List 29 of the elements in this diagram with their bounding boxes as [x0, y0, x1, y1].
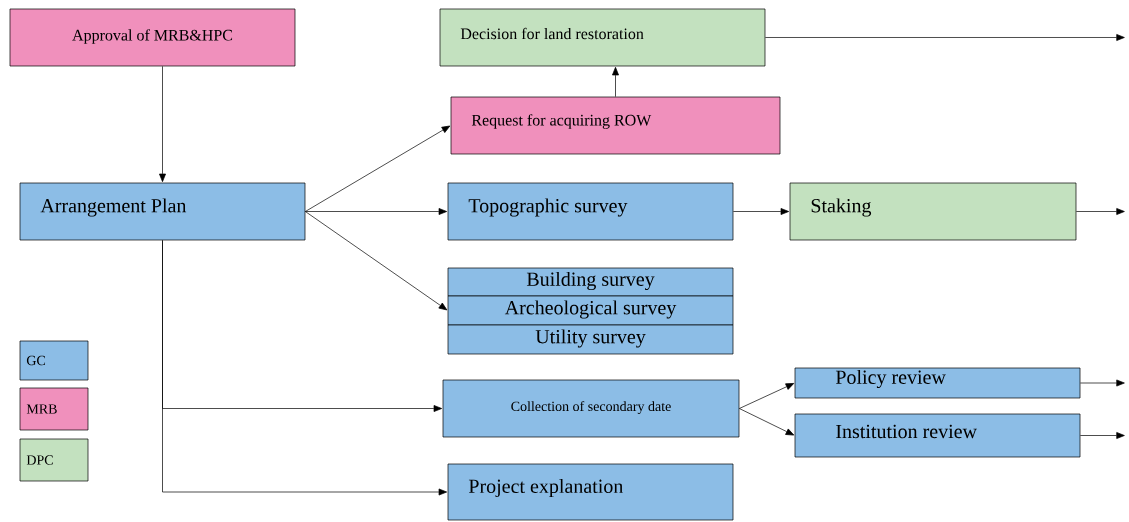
arrow — [612, 66, 619, 97]
process-box: Approval of MRB&HPC — [9, 8, 296, 67]
legend-item: GC — [19, 340, 89, 381]
arrow — [1076, 208, 1125, 215]
process-box: Policy review — [794, 367, 1081, 399]
arrow — [765, 34, 1125, 41]
arrow — [739, 408, 795, 436]
arrow — [305, 125, 451, 212]
process-box: Institution review — [794, 413, 1081, 458]
process-box: Request for acquiring ROW — [450, 96, 781, 155]
legend-item: MRB — [19, 387, 89, 431]
arrow — [159, 66, 166, 183]
process-box: Staking — [789, 182, 1077, 241]
arrow — [1080, 379, 1125, 387]
legend-item: DPC — [19, 438, 89, 482]
process-box: Utility survey — [447, 324, 734, 355]
process-box: Building survey — [447, 267, 734, 297]
arrow — [305, 208, 448, 215]
process-box: Collection of secondary date — [442, 379, 740, 438]
process-box: Topographic survey — [447, 182, 734, 241]
process-box: Arrangement Plan — [19, 182, 306, 241]
process-box: Archeological survey — [447, 295, 734, 326]
arrow — [739, 383, 795, 409]
process-box: Decision for land restoration — [439, 8, 766, 67]
arrow — [162, 240, 448, 496]
arrow — [305, 211, 448, 311]
arrow — [733, 208, 790, 215]
arrow — [1080, 432, 1125, 439]
process-box: Project explanation — [447, 463, 734, 521]
